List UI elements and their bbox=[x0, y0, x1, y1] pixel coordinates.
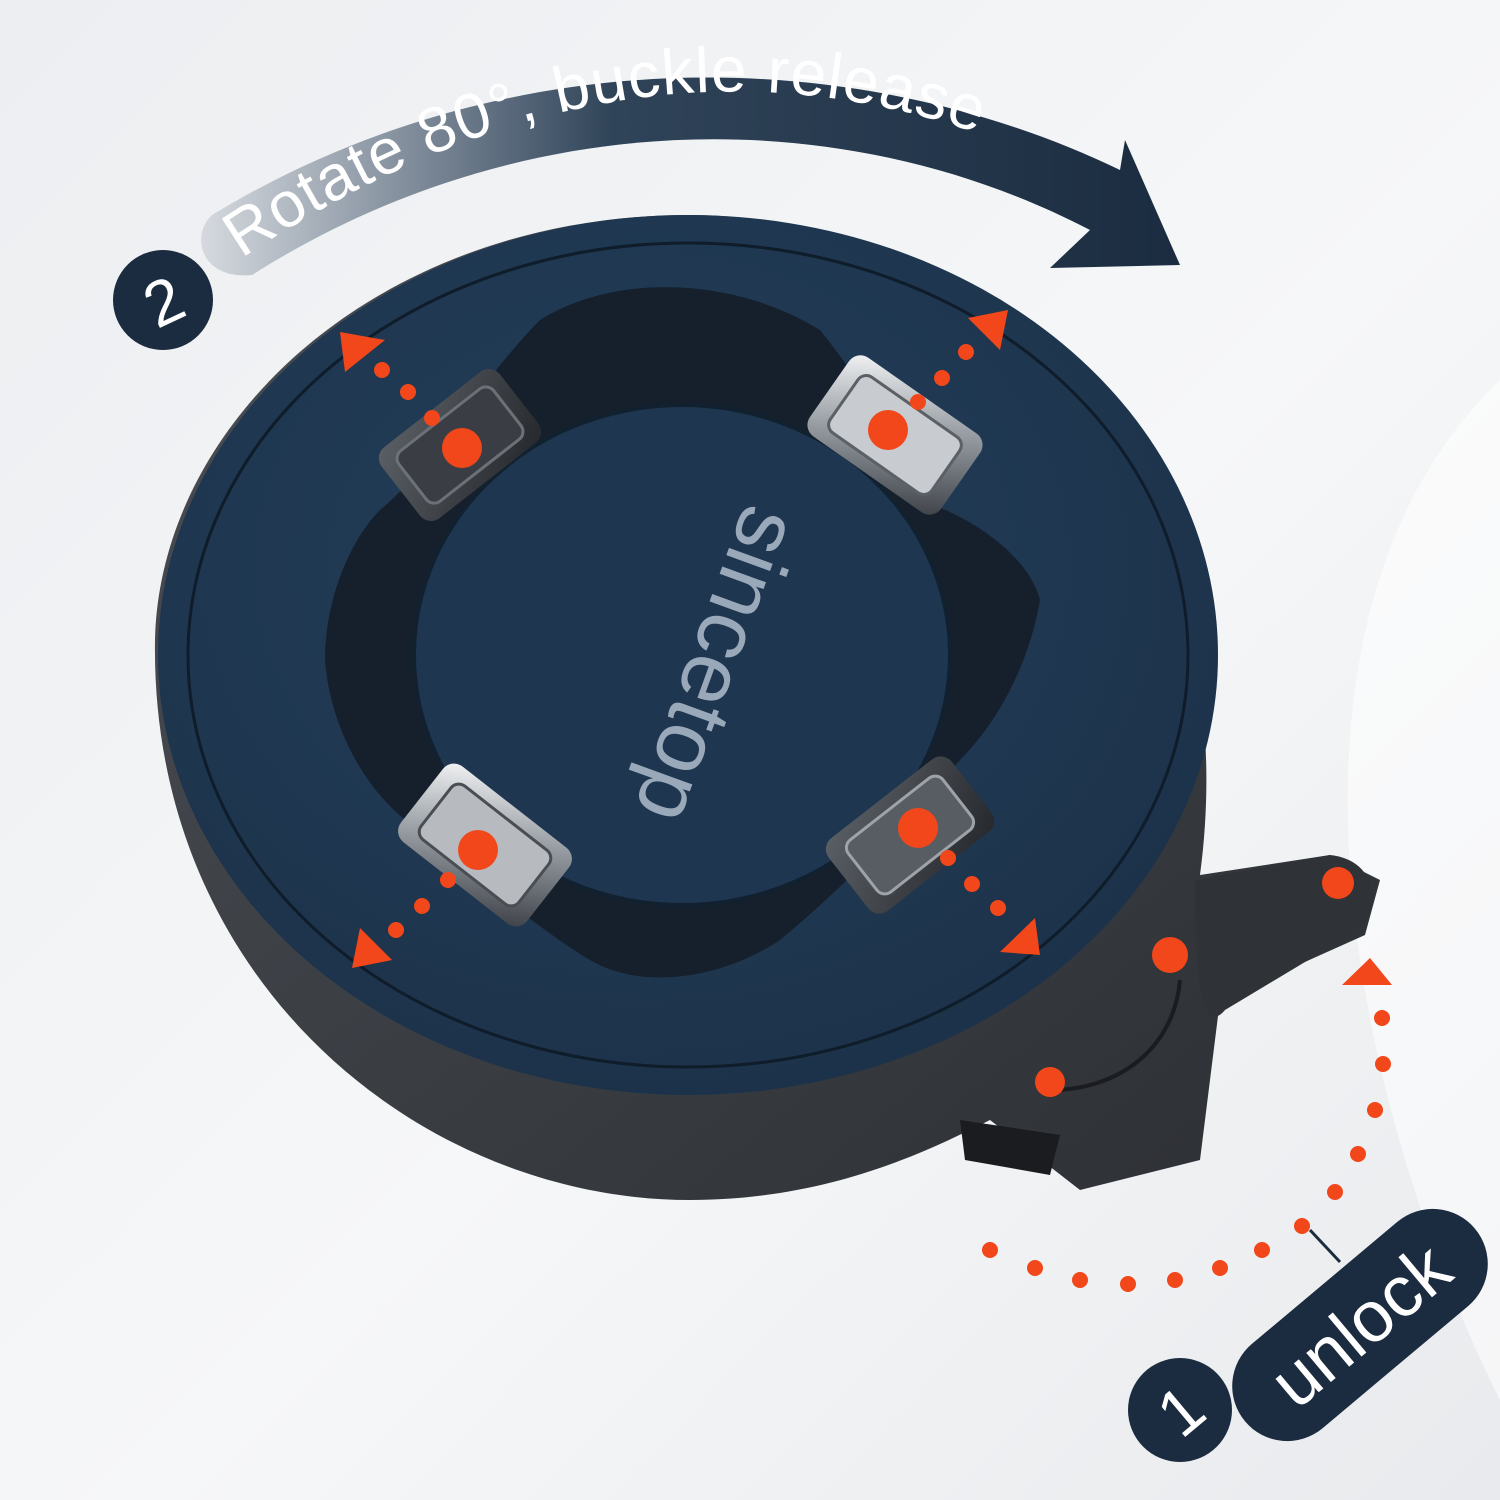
lever-dot bbox=[1035, 1067, 1065, 1097]
banner-arc-shape bbox=[201, 77, 1180, 276]
arrow-head-bottom-left bbox=[352, 928, 392, 968]
lever-slot bbox=[960, 1120, 1060, 1175]
unlock-arrow-head bbox=[1342, 958, 1392, 985]
lever-dot bbox=[1322, 867, 1354, 899]
step-2-circle bbox=[113, 250, 213, 350]
lever-groove bbox=[1059, 979, 1182, 1092]
clip-dot bbox=[442, 428, 482, 468]
step-1-badge: 1 bbox=[1128, 1358, 1232, 1462]
arrow-head-bottom-right bbox=[1000, 918, 1040, 955]
unlock-dotted-arc bbox=[982, 958, 1392, 1292]
unlock-leader bbox=[1308, 1228, 1342, 1264]
clip-dot bbox=[868, 410, 908, 450]
center-puck-shade bbox=[412, 403, 952, 907]
arrow-head-top-left bbox=[340, 332, 385, 372]
unlock-pill bbox=[1232, 1208, 1488, 1442]
lever-dot bbox=[1152, 937, 1188, 973]
background-sheen bbox=[1347, 380, 1500, 1400]
step-2-badge: 2 bbox=[113, 250, 213, 350]
mount-plate: sincetop bbox=[158, 215, 1218, 1095]
clip-dot bbox=[458, 830, 498, 870]
release-arrows bbox=[340, 310, 1354, 1097]
clip-dot bbox=[898, 808, 938, 848]
center-puck bbox=[414, 405, 950, 905]
arrow-head-top-right bbox=[968, 310, 1008, 350]
plate-rim-line bbox=[186, 241, 1190, 1069]
step-1-circle bbox=[1128, 1358, 1232, 1462]
